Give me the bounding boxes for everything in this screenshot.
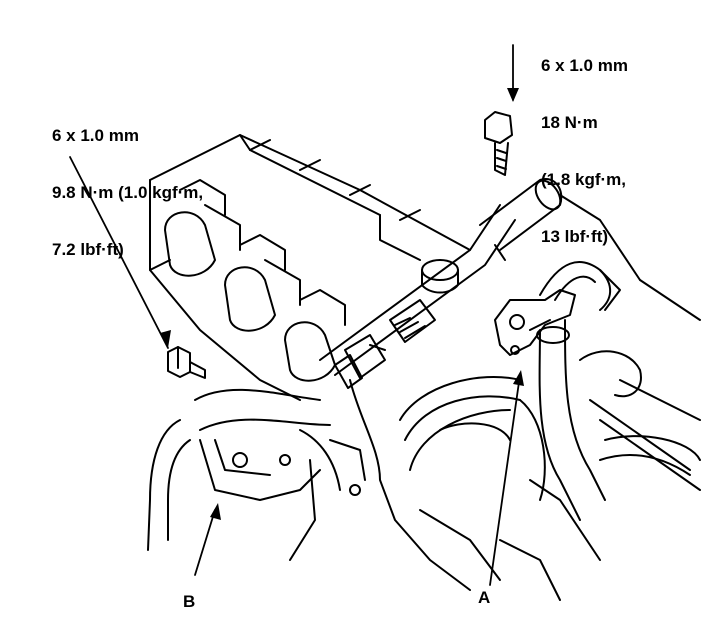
spec-label-left: 6 x 1.0 mm 9.8 N·m (1.0 kgf·m, 7.2 lbf·f… [52,88,203,297]
pipe-line [319,178,563,389]
clamp-bracket-a [494,289,576,356]
bolt-top [484,111,513,176]
spec-right-size: 6 x 1.0 mm [541,56,628,75]
callout-a: A [478,588,491,607]
right-components [559,194,701,491]
arrowheads [160,88,524,520]
head-cover [149,134,471,401]
timing-cover [299,376,601,601]
callout-b: B [183,592,196,611]
hose-right [536,261,621,521]
spec-left-torque-line1: 9.8 N·m (1.0 kgf·m, [52,183,204,202]
spec-left-torque-line2: 7.2 lbf·ft) [52,240,124,259]
spec-label-right: 6 x 1.0 mm 18 N·m (1.8 kgf·m, 13 lbf·ft) [541,18,628,284]
bracket-b [147,388,331,561]
spec-right-torque-line1: 18 N·m [541,113,598,132]
bolt-left [167,346,206,379]
leader-lines [69,44,521,586]
spec-right-torque-line3: 13 lbf·ft) [541,227,609,246]
spec-right-torque-line2: (1.8 kgf·m, [541,170,627,189]
spec-left-size: 6 x 1.0 mm [52,126,139,145]
